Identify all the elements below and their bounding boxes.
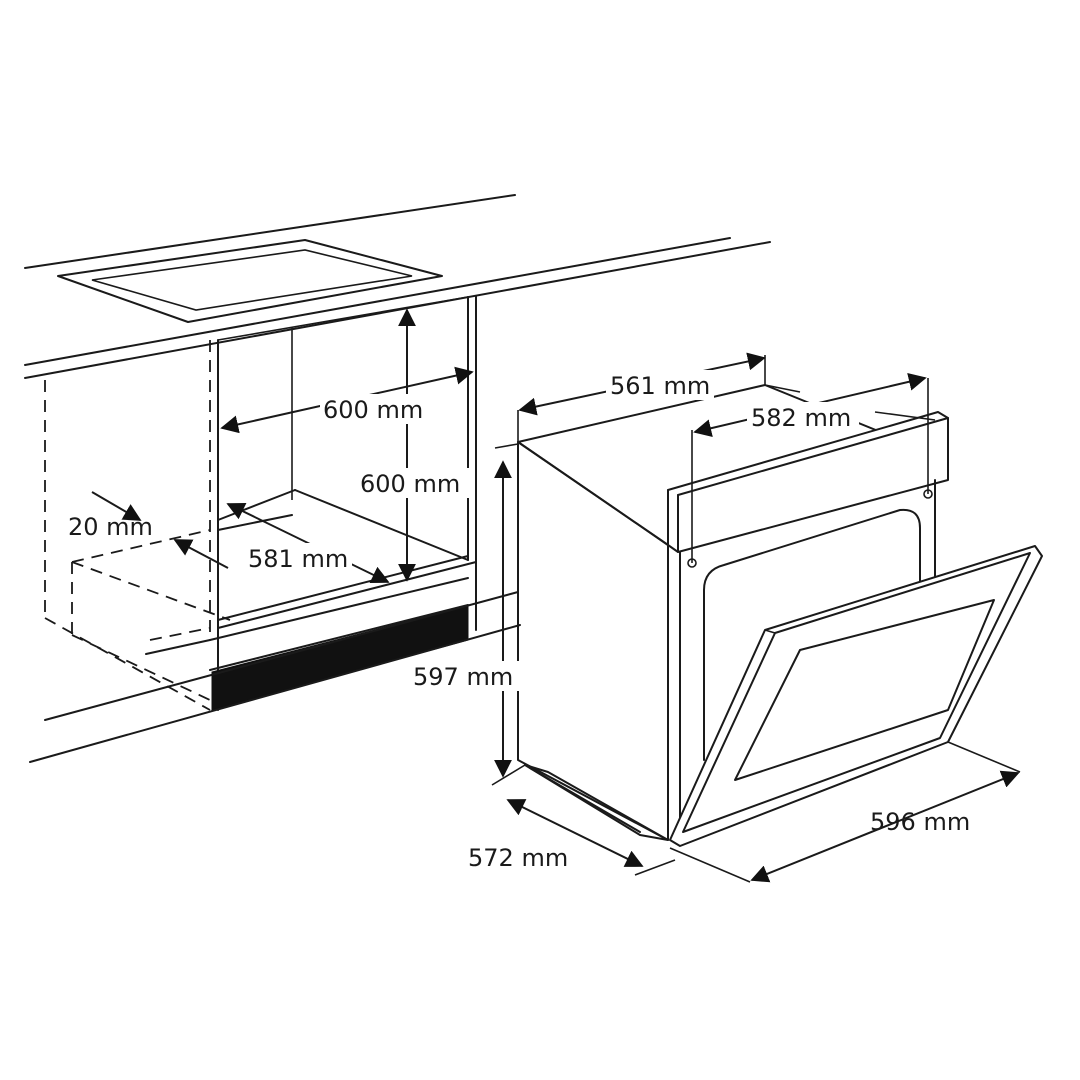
label-panel-width: 582 mm xyxy=(751,404,851,432)
label-oven-width: 596 mm xyxy=(870,808,970,836)
label-cabinet-height: 600 mm xyxy=(360,470,460,498)
hidden-cabinet-outline xyxy=(44,340,231,711)
arrow-gap-bottom xyxy=(173,539,229,569)
oven xyxy=(517,384,1043,847)
cabinet-plinth xyxy=(211,605,469,711)
label-oven-depth: 572 mm xyxy=(468,844,568,872)
label-cabinet-width: 600 mm xyxy=(323,396,423,424)
cooktop xyxy=(57,239,443,323)
arrow-oven-width xyxy=(750,770,1020,883)
label-cabinet-depth: 581 mm xyxy=(248,545,348,573)
control-panel xyxy=(667,411,949,568)
dimension-labels: 600 mm 600 mm 581 mm 20 mm 561 mm 582 mm… xyxy=(68,370,970,872)
label-oven-top-depth: 561 mm xyxy=(610,372,710,400)
label-oven-height: 597 mm xyxy=(413,663,513,691)
arrow-oven-depth xyxy=(506,799,644,867)
label-gap: 20 mm xyxy=(68,513,153,541)
arrow-gap-top xyxy=(91,491,142,521)
oven-door xyxy=(669,545,1043,847)
